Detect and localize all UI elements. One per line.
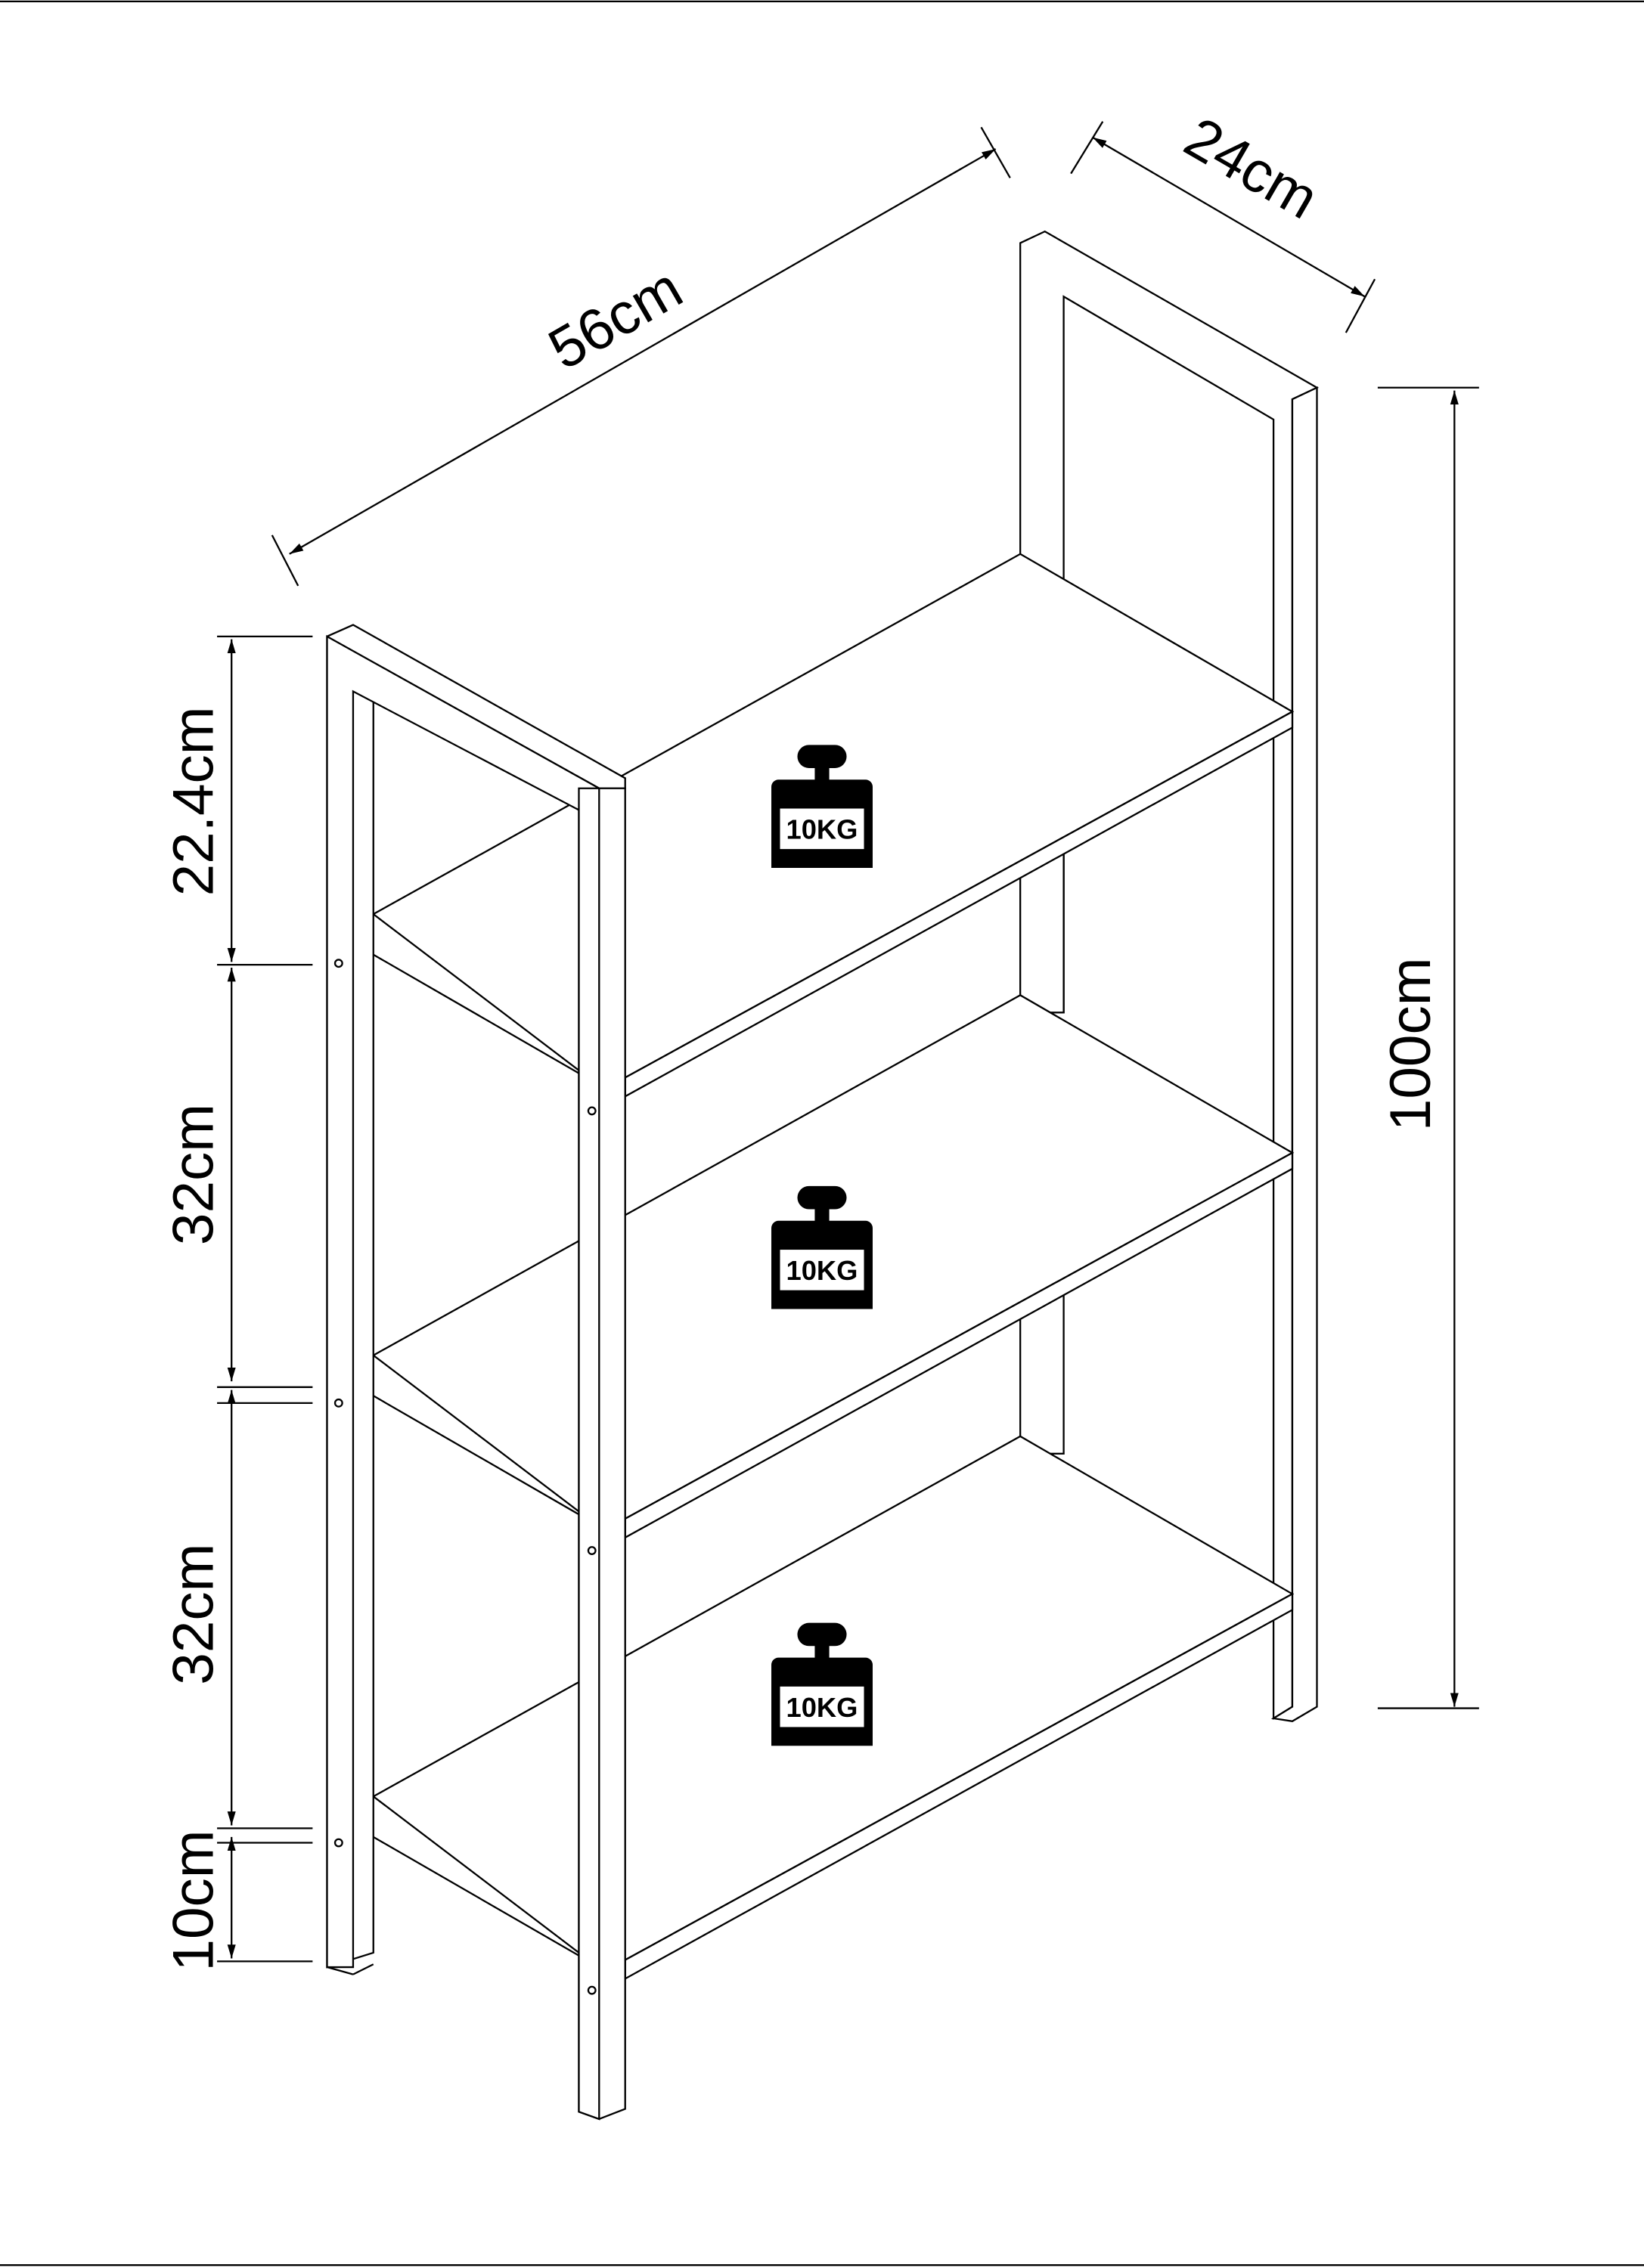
weight-label: 10KG: [786, 1692, 858, 1723]
height-dimension: 100cm: [1377, 386, 1479, 1709]
front-left-frame: [326, 624, 626, 2121]
weight-icon: 10KG: [771, 1185, 873, 1309]
weight-icon: 10KG: [771, 745, 873, 868]
weight-label: 10KG: [786, 814, 858, 845]
width-label: 56cm: [538, 256, 693, 382]
weight-label: 10KG: [786, 1255, 858, 1286]
bottom-gap-label: 10cm: [161, 1830, 225, 1971]
height-label: 100cm: [1379, 958, 1443, 1132]
screw-holes: [333, 959, 597, 1995]
depth-label: 24cm: [1174, 105, 1329, 231]
middle-gap-1-label: 32cm: [161, 1104, 225, 1245]
left-gap-dimensions: 22.4cm 32cm 32cm 10cm: [161, 635, 313, 1972]
middle-gap-2-label: 32cm: [161, 1544, 225, 1685]
width-dimension: 56cm: [271, 126, 1011, 587]
top-gap-label: 22.4cm: [161, 707, 225, 897]
weight-icon: 10KG: [771, 1622, 873, 1746]
